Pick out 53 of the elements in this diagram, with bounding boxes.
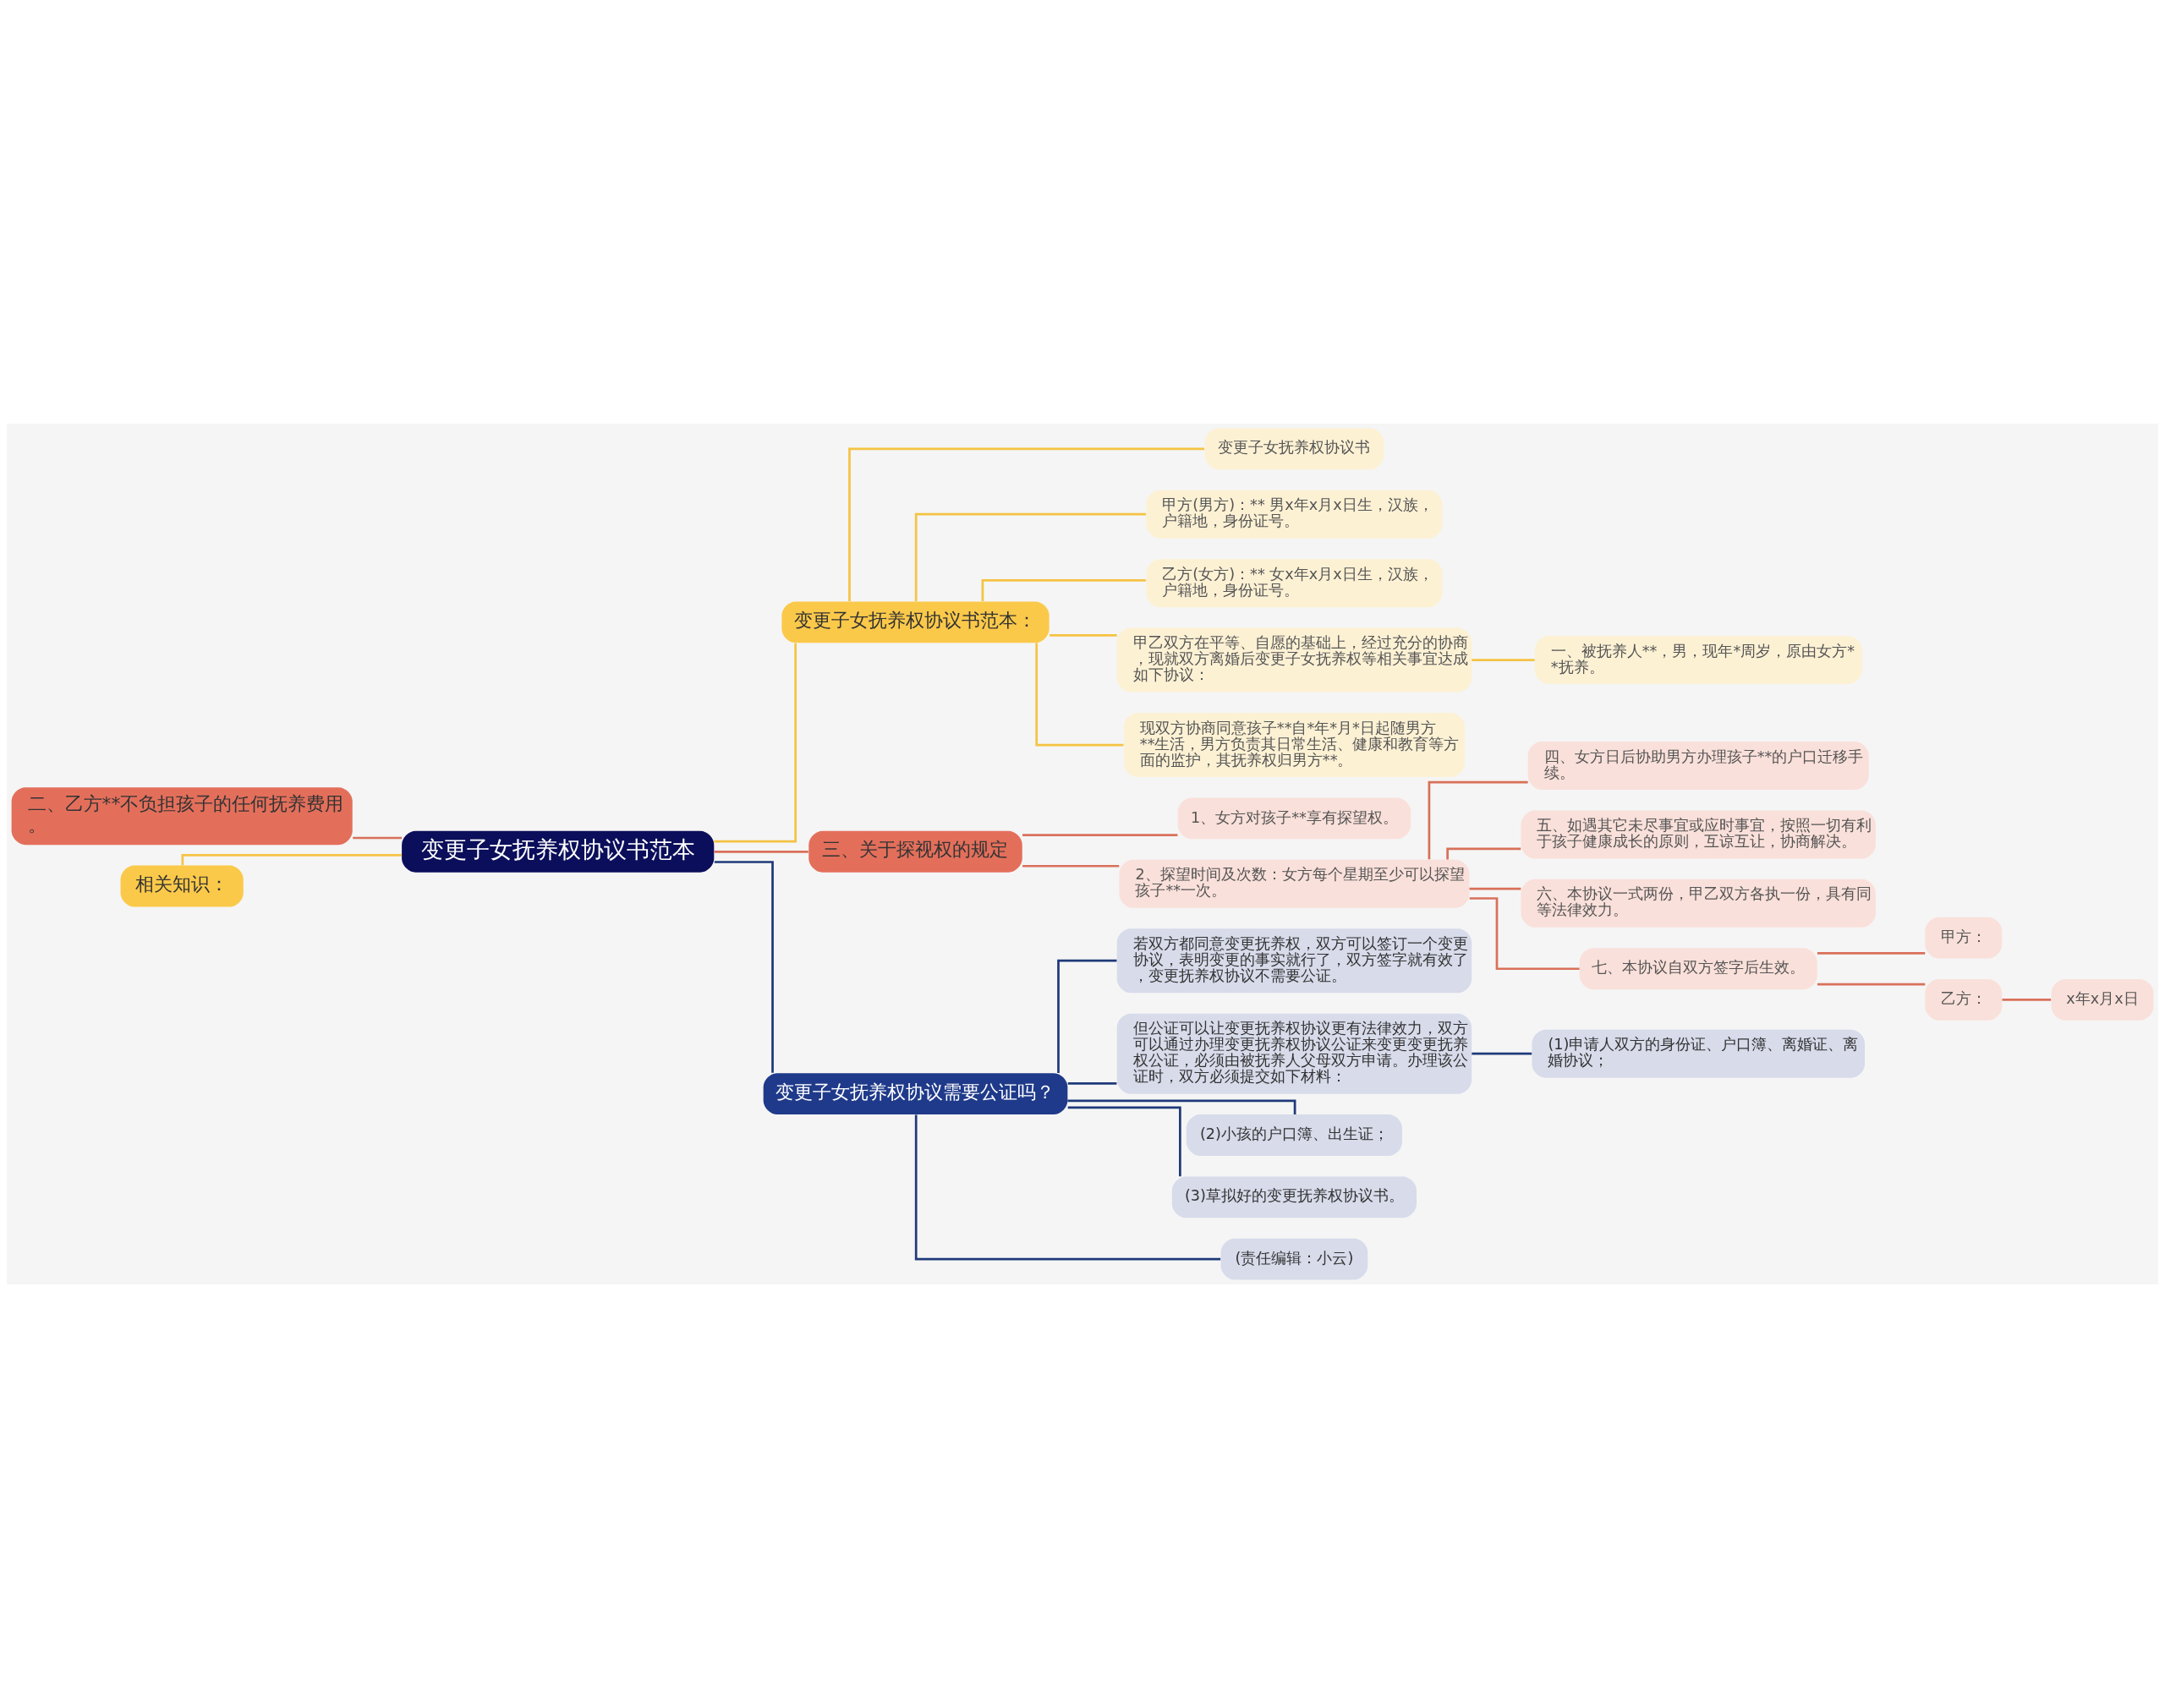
connector	[1817, 952, 1926, 955]
connector	[714, 850, 808, 853]
node-box: (1)申请人双方的身份证、户口簿、离婚证、离婚协议；	[1532, 1029, 1865, 1078]
connector	[848, 447, 1204, 602]
connector	[1050, 634, 1117, 637]
connector	[714, 643, 797, 843]
connector	[1428, 780, 1528, 860]
connector	[1446, 847, 1521, 860]
node-box: 一、被抚养人**，男，现年*周岁，原由女方**抚养。	[1534, 636, 1862, 685]
connector	[1057, 959, 1117, 1074]
node-box: (2)小孩的户口簿、出生证；	[1186, 1114, 1402, 1156]
node-box: 变更子女抚养权协议书范本	[402, 830, 715, 873]
node-box: 但公证可以让变更抚养权协议更有法律效力，双方可以通过办理变更抚养权协议公证来变更变更抚养权公证，必须由被抚养人父母双方申请。办理该公证时，双方必须提交如下材料：	[1116, 1013, 1472, 1094]
connector	[1022, 864, 1120, 868]
connector	[1067, 1099, 1296, 1114]
node-box: 甲方：	[1925, 917, 2003, 959]
node-box: 2、探望时间及次数：女方每个星期至少可以探望孩子**一次。	[1119, 859, 1470, 908]
node-box: (3)草拟好的变更抚养权协议书。	[1171, 1176, 1417, 1218]
connector	[1472, 1052, 1532, 1055]
connector	[1067, 1106, 1181, 1177]
node-box: 相关知识：	[120, 865, 244, 907]
connector	[181, 854, 402, 866]
connector	[914, 512, 1146, 602]
node-box: 二、乙方**不负担孩子的任何抚养费用。	[11, 787, 353, 846]
node-box: 五、如遇其它未尽事宜或应时事宜，按照一切有利于孩子健康成长的原则，互谅互让，协商解决。	[1521, 810, 1876, 859]
connector	[1022, 834, 1178, 836]
node-box: 1、女方对孩子**享有探望权。	[1177, 797, 1411, 840]
connector	[981, 578, 1146, 602]
node-box: 四、女方日后协助男方办理孩子**的户口迁移手续。	[1527, 742, 1869, 790]
connector	[1472, 659, 1535, 661]
connector	[1817, 983, 1926, 986]
connector	[1469, 887, 1521, 890]
connector	[914, 1114, 1221, 1261]
connector	[1035, 643, 1124, 747]
node-box: 变更子女抚养权协议需要公证吗？	[763, 1073, 1068, 1115]
node-box: 甲乙双方在平等、自愿的基础上，经过充分的协商，现就双方离婚后变更子女抚养权等相关事宜达成如下协议：	[1116, 627, 1472, 693]
node-box: 变更子女抚养权协议书范本：	[781, 601, 1050, 643]
node-box: 七、本协议自双方签字后生效。	[1579, 948, 1817, 990]
connector	[1469, 897, 1580, 971]
node-box: 六、本协议一式两份，甲乙双方各执一份，具有同等法律效力。	[1521, 879, 1876, 928]
node-box: 若双方都同意变更抚养权，双方可以签订一个变更协议，表明变更的事实就行了，双方签字就有效了，变更抚养权协议不需要公证。	[1116, 928, 1472, 994]
node-box: 现双方协商同意孩子**自*年*月*日起随男方**生活，男方负责其日常生活、健康和教育等方面的监护，其抚养权归男方**。	[1123, 713, 1465, 778]
node-box: 乙方(女方)：** 女x年x月x日生，汉族，户籍地，身份证号。	[1146, 559, 1443, 608]
node-box: 三、关于探视权的规定	[808, 830, 1022, 873]
node-box: x年x月x日	[2051, 978, 2154, 1021]
node-box: 乙方：	[1925, 978, 2003, 1021]
node-box: 甲方(男方)：** 男x年x月x日生，汉族，户籍地，身份证号。	[1146, 490, 1443, 539]
connector	[353, 836, 403, 840]
connector	[1067, 1082, 1117, 1085]
node-box: (责任编辑：小云)	[1220, 1238, 1368, 1280]
connector	[714, 861, 774, 1073]
node-box: 变更子女抚养权协议书	[1204, 428, 1384, 470]
connector	[2002, 999, 2052, 1001]
